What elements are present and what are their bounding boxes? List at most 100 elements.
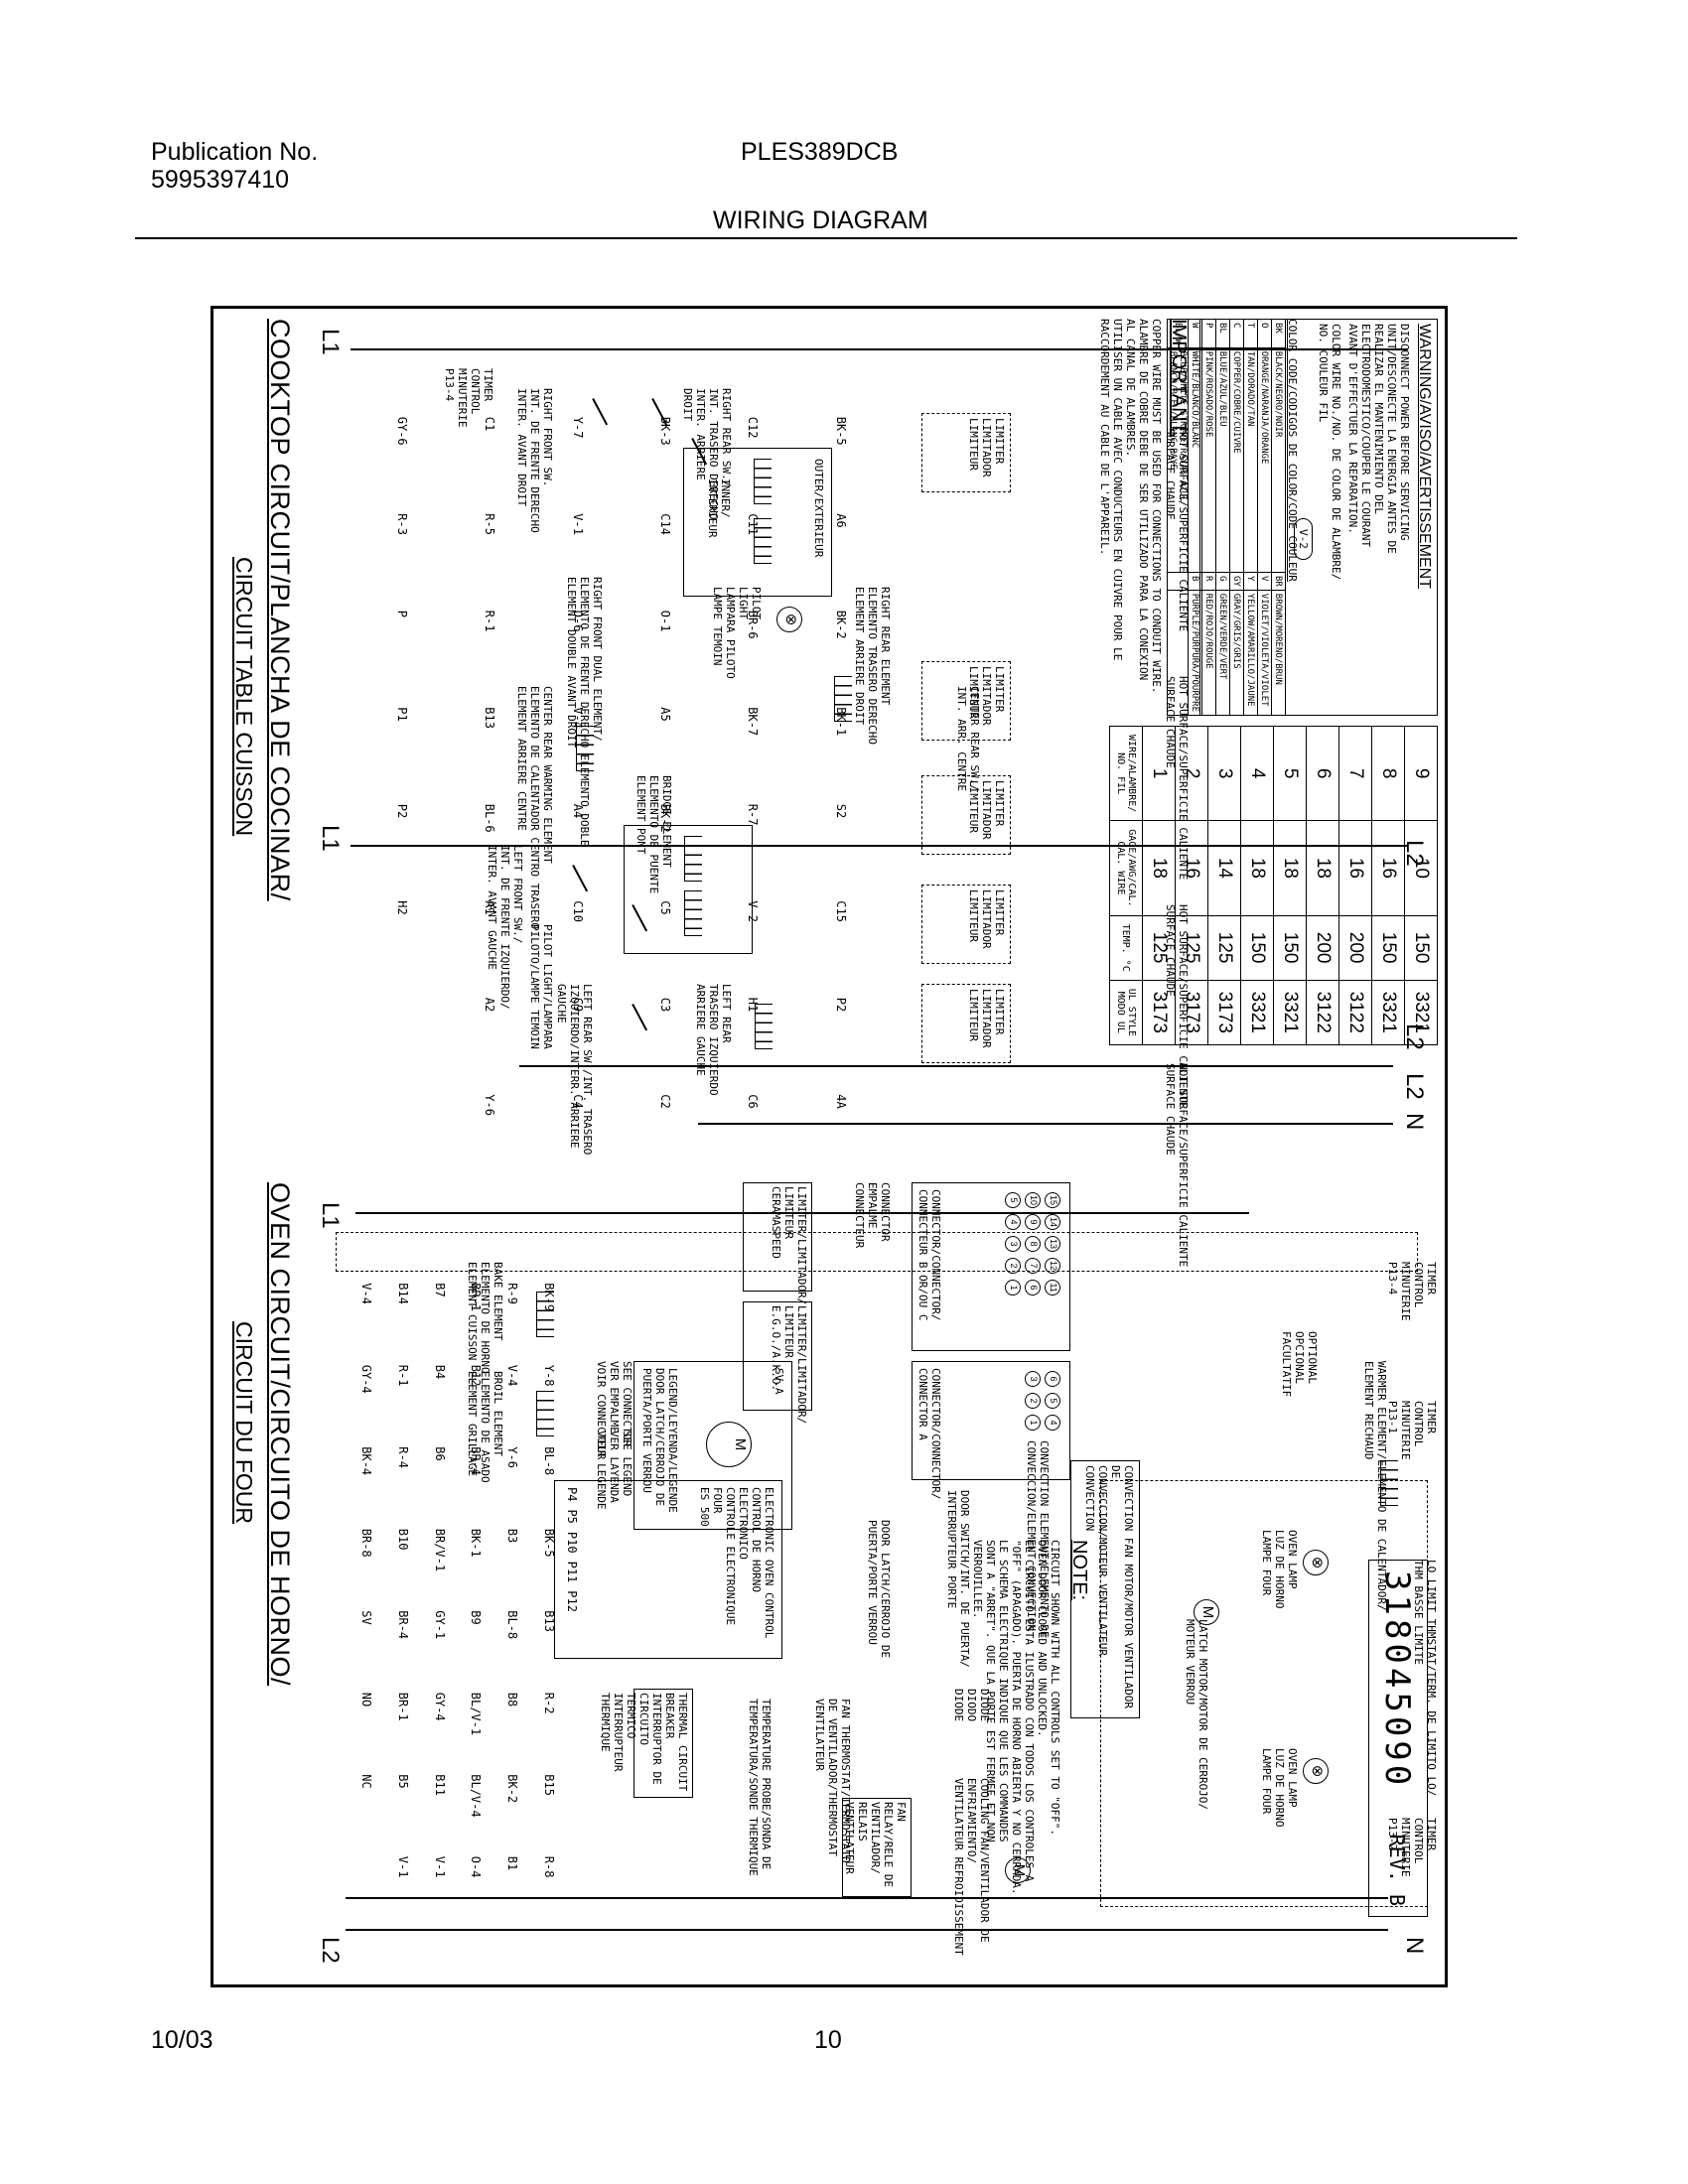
wire-code-label: C11 [746, 513, 761, 535]
wire-code-label: B7 [432, 1283, 447, 1297]
table-cell: BLUE/AZUL/BLEU [1215, 347, 1230, 573]
table-cell: 125 [1142, 915, 1176, 981]
wire-code-label: A6 [833, 513, 848, 528]
oven-line-l1: L1 [317, 1202, 344, 1229]
wire-code-label: BK-5 [541, 1528, 556, 1558]
table-cell: O [1257, 319, 1272, 348]
switch-contact-icon [572, 865, 589, 892]
wire-code-label: A5 [658, 707, 673, 722]
wire-code-label: A4 [570, 803, 585, 819]
table-cell: BL/W [1167, 319, 1189, 348]
heating-element-coil [684, 890, 702, 936]
left-rear-element-label: LEFT REAR TRASERO IZQUIERDO ARRIERE GAUC… [694, 984, 733, 1096]
page-number: 10 [814, 2026, 842, 2054]
wire-code-label: BR/V-1 [432, 1528, 447, 1572]
wire-code-label: R-4 [396, 1446, 410, 1468]
wire-code-label: V-1 [570, 513, 585, 535]
table-cell: BK [1271, 319, 1286, 348]
note-title: NOTE: [1068, 1540, 1090, 1601]
wire-code-label: B4 [432, 1364, 447, 1380]
wire-code-label: V-4 [570, 707, 585, 729]
header-rule [135, 237, 1517, 239]
table-cell: 3321 [1404, 980, 1438, 1045]
wire-code-label: B10 [396, 1528, 410, 1551]
table-cell: 3321 [1371, 980, 1405, 1045]
color-code-title: COLOR CODE/CODIGOS DE COLOR/CODE COULEUR [1286, 319, 1299, 582]
wire-code-label: BK-7 [746, 707, 761, 737]
heating-element-coil [754, 459, 772, 504]
color-code-wrap: COLOR CODE/CODIGOS DE COLOR/CODE COULEUR… [1167, 319, 1438, 716]
wire-code-label: B6 [432, 1446, 447, 1461]
wire-code-label: C4 [570, 1094, 585, 1109]
connector-pin: 13 [1045, 1236, 1060, 1252]
connector-b-pins: 151413121110987654321 [998, 1183, 1069, 1314]
part-number-box: 318045090 REV. B [1368, 1560, 1428, 1917]
table-cell: G [1215, 572, 1230, 591]
wire-code-label: O-1 [658, 610, 673, 632]
broil-element-coil [536, 1391, 554, 1436]
control-pin-label: P10 [565, 1531, 579, 1554]
control-pin-label: P5 [565, 1509, 579, 1524]
heating-element-coil [684, 836, 702, 882]
table-cell: T [1243, 319, 1258, 348]
control-pin-label: P12 [565, 1590, 579, 1612]
wire-code-label: V-1 [432, 1855, 447, 1878]
limiter-box-5: LIMITER LIMITADOR LIMITEUR [921, 984, 1011, 1063]
wire-code-label: P [395, 610, 410, 617]
table-cell: 10 [1404, 820, 1438, 916]
table-cell: 3 [1207, 726, 1241, 821]
table-cell: BL [1215, 319, 1230, 348]
thermal-breaker-label: THERMAL CIRCUIT BREAKER INTERRUPTOR DE C… [599, 1693, 689, 1792]
table-cell: 16 [1175, 820, 1208, 916]
right-rear-switch-label: RIGHT REAR SW./ INT. TRASERO DERECHO INT… [681, 388, 733, 520]
table-cell: 3173 [1142, 980, 1176, 1045]
wire-code-label: Y-7 [570, 416, 585, 439]
table-cell: 18 [1240, 820, 1274, 916]
footer-date: 10/03 [151, 2026, 213, 2054]
door-latch-legend-label: LEGEND/LEYENDA/LEGENDE DOOR LATCH/CERROJ… [640, 1368, 679, 1513]
connector-pin: 2 [1025, 1393, 1041, 1409]
wire-code-label: SV [359, 1610, 374, 1625]
table-cell: 18 [1142, 820, 1176, 916]
model-number: PLES389DCB [741, 138, 899, 166]
wire-code-label: S2 [833, 803, 848, 819]
wire-code-label: B13 [483, 707, 497, 729]
left-front-switch-label: LEFT FRONT SW./ INT. DE FRENTE IZQUIERDO… [486, 845, 524, 1010]
table-cell: 4 [1240, 726, 1274, 821]
wire-code-label: R-9 [505, 1283, 519, 1304]
wire-code-label: R-1 [396, 1364, 410, 1387]
wire-code-label: 4A [833, 1094, 848, 1109]
control-pin-label: P4 [565, 1487, 579, 1502]
wire-code-label: B8 [505, 1692, 519, 1707]
wire-code-label: NC [359, 1774, 374, 1789]
oven-subtitle: CIRCUIT DU FOUR [231, 1321, 257, 1525]
connector-a-pins: 654321 [1018, 1362, 1069, 1453]
limiter-label: LIMITER LIMITADOR LIMITEUR [967, 780, 1006, 840]
table-footer-cell: UL STYLE MODO UL [1109, 980, 1143, 1045]
table-cell: 18 [1306, 820, 1339, 916]
connector-pin: 8 [1025, 1236, 1041, 1252]
document-title: WIRING DIAGRAM [713, 206, 928, 234]
limiter-legend-ceramaspeed-label: LIMITER/LIMITADOR/ LIMITEUR CERAMASPEED [770, 1186, 808, 1305]
table-cell: 5 [1273, 726, 1307, 821]
wire-code-label: C3 [658, 997, 673, 1013]
connector-pin: 12 [1045, 1258, 1060, 1274]
wire-code-label: Y-6 [483, 1094, 497, 1116]
table-cell: TAN/DORADO/TAN [1243, 347, 1258, 573]
table-cell: 150 [1273, 915, 1307, 981]
wire-code-label: H1 [746, 997, 761, 1013]
table-cell: 3122 [1306, 980, 1339, 1045]
wire-code-label: BK-1 [469, 1528, 484, 1558]
wire-code-label: R-5 [483, 513, 497, 535]
part-number: 318045090 [1377, 1570, 1417, 1790]
wire-code-label: P1 [395, 707, 410, 722]
door-latch-motor-icon: M [706, 1422, 752, 1467]
cooktop-title: COOKTOP CIRCUIT/PLANCHA DE COCINAR/ [265, 319, 295, 901]
